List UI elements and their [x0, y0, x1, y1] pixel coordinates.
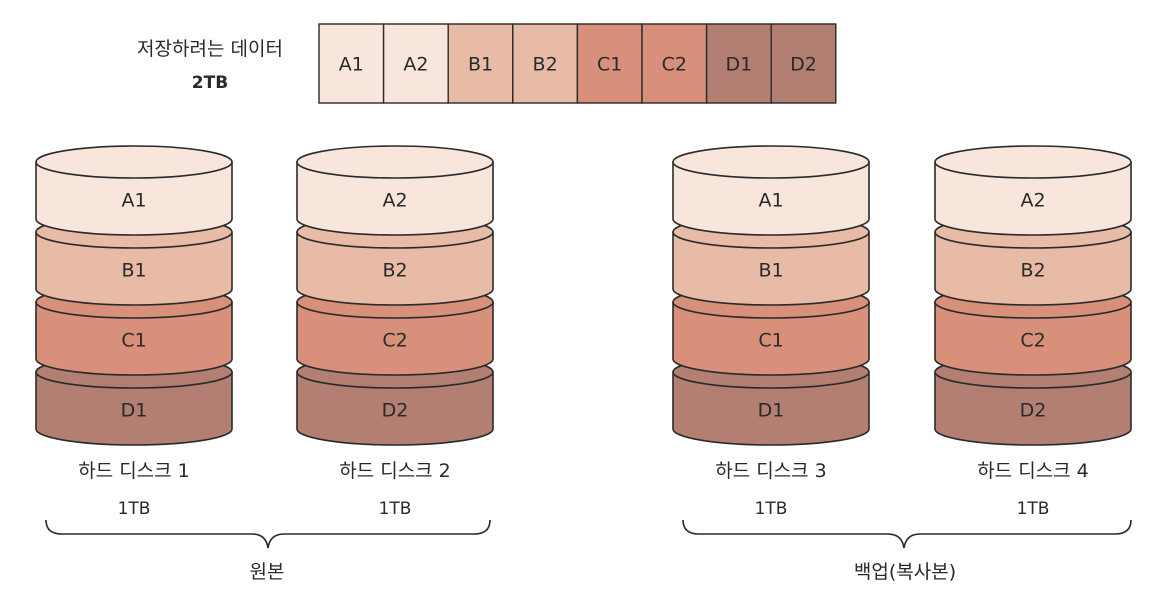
disk-layer-a1: A1 [35, 145, 233, 236]
disk-layer-label: B2 [382, 260, 407, 282]
data-to-store-size: 2TB [192, 73, 228, 93]
disk-layer-a2: A2 [934, 145, 1132, 236]
disk-layer-label: C2 [382, 330, 407, 352]
disk-layer-a2: A2 [296, 145, 494, 236]
disk-layer-label: C1 [758, 330, 783, 352]
data-block-label: A2 [403, 54, 428, 76]
data-block-d1: D1 [705, 23, 772, 104]
disk-layer-label: C2 [1020, 330, 1045, 352]
data-block-label: B1 [468, 54, 493, 76]
hard-disk-2: D2 C2 B2 A2 하드 디스크 2 1TB [296, 145, 494, 519]
disk-capacity: 1TB [118, 499, 151, 519]
disk-layer-body [35, 301, 233, 376]
disk-name: 하드 디스크 3 [715, 460, 827, 482]
data-block-c2: C2 [641, 23, 708, 104]
disk-layer-body [296, 371, 494, 446]
data-block-b2: B2 [512, 23, 579, 104]
data-block-cell [641, 23, 708, 104]
data-block-cell [447, 23, 514, 104]
data-block-cell [576, 23, 643, 104]
disk-capacity: 1TB [379, 499, 412, 519]
original-group: 원본 [45, 519, 491, 583]
data-block-label: A1 [339, 54, 364, 76]
data-block-label: D1 [726, 54, 753, 76]
disk-layer-body [296, 301, 494, 376]
data-block-label: C2 [662, 54, 687, 76]
hard-disk-3: D1 C1 B1 A1 하드 디스크 3 1TB [672, 145, 870, 519]
disk-layer-body [35, 371, 233, 446]
disk-layer-body [934, 371, 1132, 446]
data-to-store-group: 저장하려는 데이터 2TB A1 A2 B1 B2 C1 C2 D1 D2 [137, 23, 837, 104]
original-brace [45, 519, 491, 549]
disk-layer-label: B1 [758, 260, 783, 282]
disk-layer-label: A1 [758, 190, 783, 212]
disk-layer-top [934, 145, 1132, 179]
disk-name: 하드 디스크 4 [977, 460, 1089, 482]
data-block-cell [705, 23, 772, 104]
disk-name: 하드 디스크 2 [339, 460, 451, 482]
disk-layer-body [934, 231, 1132, 306]
data-block-label: B2 [533, 54, 558, 76]
disk-layer-label: D2 [1020, 400, 1047, 422]
data-block-b1: B1 [447, 23, 514, 104]
backup-group: 백업(복사본) [682, 519, 1132, 583]
disk-layer-body [296, 161, 494, 236]
disk-name: 하드 디스크 1 [78, 460, 190, 482]
disk-layer-label: C1 [121, 330, 146, 352]
original-label: 원본 [250, 561, 285, 583]
disk-layer-body [672, 161, 870, 236]
data-block-label: D2 [790, 54, 817, 76]
disk-capacity: 1TB [755, 499, 788, 519]
backup-brace [682, 519, 1132, 549]
data-block-c1: C1 [576, 23, 643, 104]
disk-layer-label: D1 [121, 400, 148, 422]
data-block-strip: A1 A2 B1 B2 C1 C2 D1 D2 [318, 23, 837, 104]
data-block-cell [382, 23, 449, 104]
disk-layer-top [672, 145, 870, 179]
data-block-d2: D2 [770, 23, 837, 104]
disk-layer-label: B1 [121, 260, 146, 282]
disk-layer-body [35, 231, 233, 306]
data-block-cell [318, 23, 385, 104]
disk-layer-label: A2 [382, 190, 407, 212]
disk-layer-body [35, 161, 233, 236]
disk-capacity: 1TB [1017, 499, 1050, 519]
backup-label: 백업(복사본) [854, 561, 956, 583]
data-to-store-label: 저장하려는 데이터 [137, 38, 283, 60]
disk-layer-body [934, 161, 1132, 236]
data-block-a2: A2 [382, 23, 449, 104]
data-block-a1: A1 [318, 23, 385, 104]
hard-disk-1: D1 C1 B1 A1 하드 디스크 1 1TB [35, 145, 233, 519]
disk-layer-body [672, 301, 870, 376]
data-block-label: C1 [597, 54, 622, 76]
disk-layer-label: D1 [758, 400, 785, 422]
disk-layer-label: D2 [382, 400, 409, 422]
disk-layer-top [296, 145, 494, 179]
hard-disk-4: D2 C2 B2 A2 하드 디스크 4 1TB [934, 145, 1132, 519]
disk-layer-top [35, 145, 233, 179]
disk-layer-body [672, 371, 870, 446]
disk-layer-label: B2 [1020, 260, 1045, 282]
disk-layer-body [672, 231, 870, 306]
disk-layer-body [296, 231, 494, 306]
disk-layer-label: A1 [121, 190, 146, 212]
disk-layer-a1: A1 [672, 145, 870, 236]
disk-layer-body [934, 301, 1132, 376]
disk-layer-label: A2 [1020, 190, 1045, 212]
data-block-cell [770, 23, 837, 104]
